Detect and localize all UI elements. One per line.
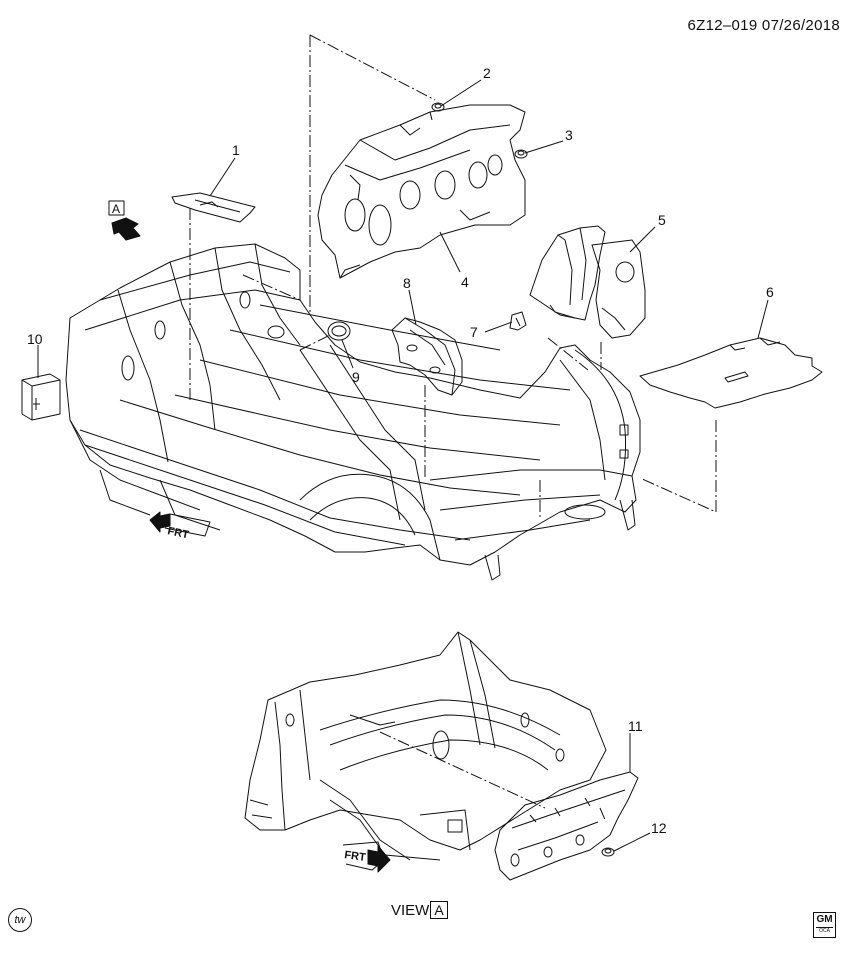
callout-5: 5	[658, 212, 666, 228]
tw-logo-icon: tw	[8, 908, 32, 932]
view-a-dash-structure	[244, 631, 607, 861]
callout-9: 9	[352, 369, 360, 385]
gm-logo-icon: GM OCA	[813, 912, 836, 938]
part-4-dash-insulator	[317, 104, 526, 279]
document-id: 6Z12–019 07/26/2018	[687, 17, 840, 34]
part-8-wheelhouse-insulator	[391, 317, 463, 396]
callout-4: 4	[461, 274, 469, 290]
part-12-grommet	[601, 847, 615, 857]
part-10-insulator-kit	[21, 373, 61, 421]
part-7-clip	[509, 311, 527, 331]
callout-6: 6	[766, 284, 774, 300]
frt-arrow-top	[149, 511, 211, 537]
part-5-side-insulator	[529, 225, 646, 339]
frt-label-bottom: FRT	[344, 849, 367, 864]
gm-logo-text: GM	[816, 914, 833, 925]
view-a-marker-letter: A	[112, 202, 120, 216]
part-11-dash-insulator-lower	[494, 771, 639, 881]
part-1-insulator-strip	[171, 192, 256, 223]
callout-3: 3	[565, 127, 573, 143]
view-label-letter: A	[430, 901, 448, 919]
callout-1: 1	[232, 142, 240, 158]
view-a-indicator-arrow	[108, 200, 141, 241]
leader-lines	[37, 79, 769, 852]
projection-lines	[189, 34, 717, 823]
part-6-floor-mat	[639, 337, 823, 409]
frt-arrow-bottom	[342, 841, 391, 873]
frt-label-top: FRT	[166, 525, 190, 541]
gm-logo-subtext: OCA	[816, 927, 833, 934]
view-label-prefix: VIEW	[391, 902, 430, 919]
part-9-plug	[327, 321, 351, 341]
callout-8: 8	[403, 275, 411, 291]
vehicle-body-structure	[65, 243, 641, 581]
callout-labels: 1 2 3 4 5 6 7 8 9 10 11 12 A FRT FRT	[27, 65, 774, 864]
part-3-grommet	[514, 149, 528, 159]
callout-2: 2	[483, 65, 491, 81]
callout-10: 10	[27, 331, 43, 347]
callout-12: 12	[651, 820, 667, 836]
callout-7: 7	[470, 324, 478, 340]
callout-11: 11	[628, 718, 643, 734]
